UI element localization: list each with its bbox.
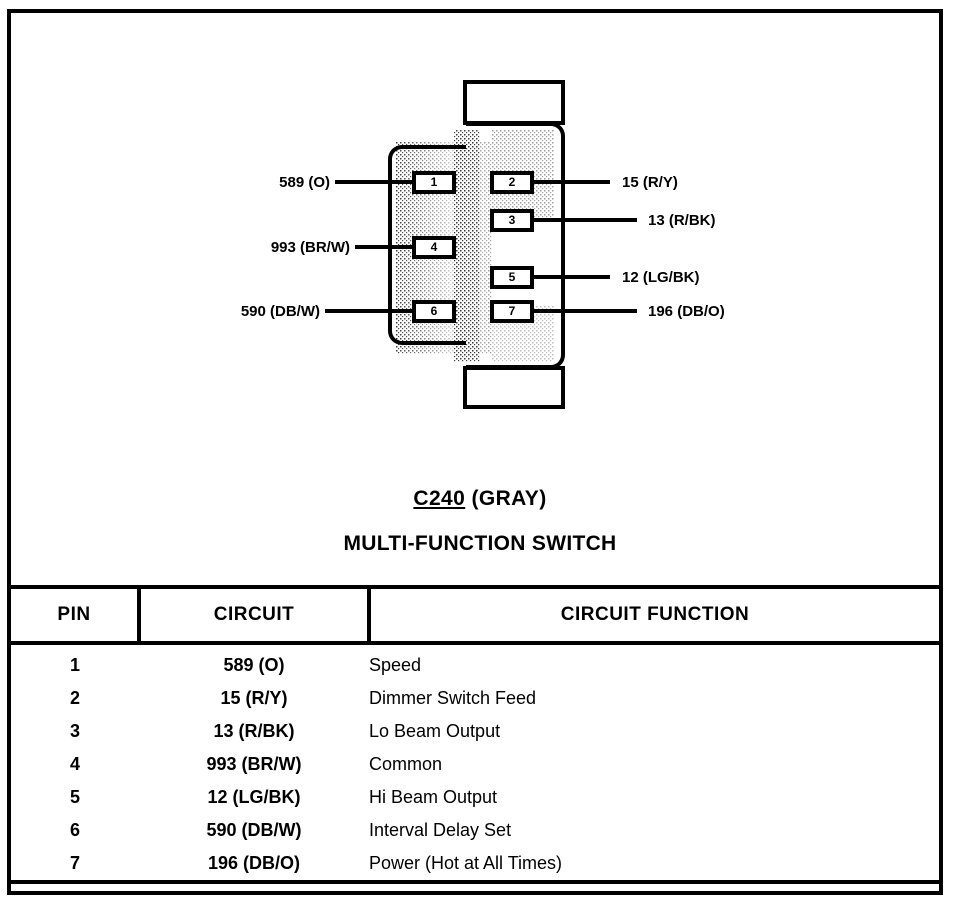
page-border bbox=[7, 9, 943, 895]
cell-pin: 6 bbox=[69, 820, 80, 840]
lead-pin-5 bbox=[533, 275, 610, 279]
table-row: 1 589 (O) Speed bbox=[11, 643, 939, 682]
connector-color: (GRAY) bbox=[471, 487, 547, 510]
pin-function-table: PIN CIRCUIT CIRCUIT FUNCTION 1 589 (O) Spe… bbox=[11, 585, 939, 884]
lead-pin-6 bbox=[325, 309, 414, 313]
cell-circuit-function: Power (Hot at All Times) bbox=[369, 847, 939, 884]
pin-box-1: 1 bbox=[412, 171, 456, 194]
pin-box-5: 5 bbox=[490, 266, 534, 289]
connector-id: C240 bbox=[413, 487, 466, 510]
connector-tab-top bbox=[463, 80, 565, 125]
header-circuit: CIRCUIT bbox=[137, 585, 371, 645]
wire-label-pin-6: 590 (DB/W) bbox=[240, 303, 320, 320]
cell-circuit-function: Hi Beam Output bbox=[369, 787, 498, 807]
cell-pin: 7 bbox=[11, 847, 139, 884]
cell-circuit: 15 (R/Y) bbox=[220, 688, 288, 708]
lead-pin-1 bbox=[335, 180, 414, 184]
cell-pin: 5 bbox=[69, 787, 80, 807]
cell-pin: 1 bbox=[69, 655, 80, 675]
wire-label-pin-1: 589 (O) bbox=[279, 174, 330, 191]
lead-pin-7 bbox=[533, 309, 637, 313]
wire-label-pin-3: 13 (R/BK) bbox=[648, 212, 716, 229]
pin-box-6: 6 bbox=[412, 300, 456, 323]
wire-label-pin-4: 993 (BR/W) bbox=[270, 239, 350, 256]
connector-id-title: C240 (GRAY) bbox=[0, 487, 960, 511]
lead-pin-4 bbox=[355, 245, 414, 249]
pin-table-body: 1 589 (O) Speed 2 15 (R/Y) Dimmer Switch Feed… bbox=[11, 643, 939, 884]
cell-circuit: 590 (DB/W) bbox=[206, 820, 302, 840]
cell-circuit-function: Lo Beam Output bbox=[369, 721, 501, 741]
cell-circuit-function: Speed bbox=[369, 655, 422, 675]
cell-circuit: 196 (DB/O) bbox=[139, 847, 369, 884]
lead-pin-3 bbox=[533, 218, 637, 222]
connector-tab-bottom bbox=[463, 366, 565, 409]
cell-circuit-function: Interval Delay Set bbox=[369, 820, 512, 840]
table-row: 4 993 (BR/W) Common bbox=[11, 748, 939, 781]
table-row: 2 15 (R/Y) Dimmer Switch Feed bbox=[11, 682, 939, 715]
cell-circuit: 993 (BR/W) bbox=[206, 754, 302, 774]
cell-circuit: 589 (O) bbox=[223, 655, 285, 675]
cell-pin: 3 bbox=[69, 721, 80, 741]
wire-label-pin-7: 196 (DB/O) bbox=[648, 303, 725, 320]
pin-table-header-row: PIN CIRCUIT CIRCUIT FUNCTION bbox=[11, 585, 939, 645]
cell-circuit: 12 (LG/BK) bbox=[207, 787, 301, 807]
pin-box-7: 7 bbox=[490, 300, 534, 323]
cell-pin: 2 bbox=[69, 688, 80, 708]
header-pin: PIN bbox=[11, 585, 139, 645]
table-row: 6 590 (DB/W) Interval Delay Set bbox=[11, 814, 939, 847]
connector-body-right bbox=[466, 122, 565, 369]
cell-circuit: 13 (R/BK) bbox=[213, 721, 295, 741]
cell-circuit-function: Dimmer Switch Feed bbox=[369, 688, 537, 708]
wire-label-pin-5: 12 (LG/BK) bbox=[622, 269, 700, 286]
table-row: 5 12 (LG/BK) Hi Beam Output bbox=[11, 781, 939, 814]
header-circuit-function: CIRCUIT FUNCTION bbox=[369, 585, 939, 645]
pin-table-head: PIN CIRCUIT CIRCUIT FUNCTION bbox=[11, 585, 939, 645]
pin-table-container: PIN CIRCUIT CIRCUIT FUNCTION 1 589 (O) Spe… bbox=[11, 585, 939, 884]
wire-label-pin-2: 15 (R/Y) bbox=[622, 174, 678, 191]
cell-circuit-function: Common bbox=[369, 754, 443, 774]
table-row: 3 13 (R/BK) Lo Beam Output bbox=[11, 715, 939, 748]
connector-name-title: MULTI-FUNCTION SWITCH bbox=[343, 532, 617, 555]
lead-pin-2 bbox=[533, 180, 610, 184]
pin-box-4: 4 bbox=[412, 236, 456, 259]
cell-pin: 4 bbox=[69, 754, 80, 774]
pin-box-2: 2 bbox=[490, 171, 534, 194]
pin-box-3: 3 bbox=[490, 209, 534, 232]
